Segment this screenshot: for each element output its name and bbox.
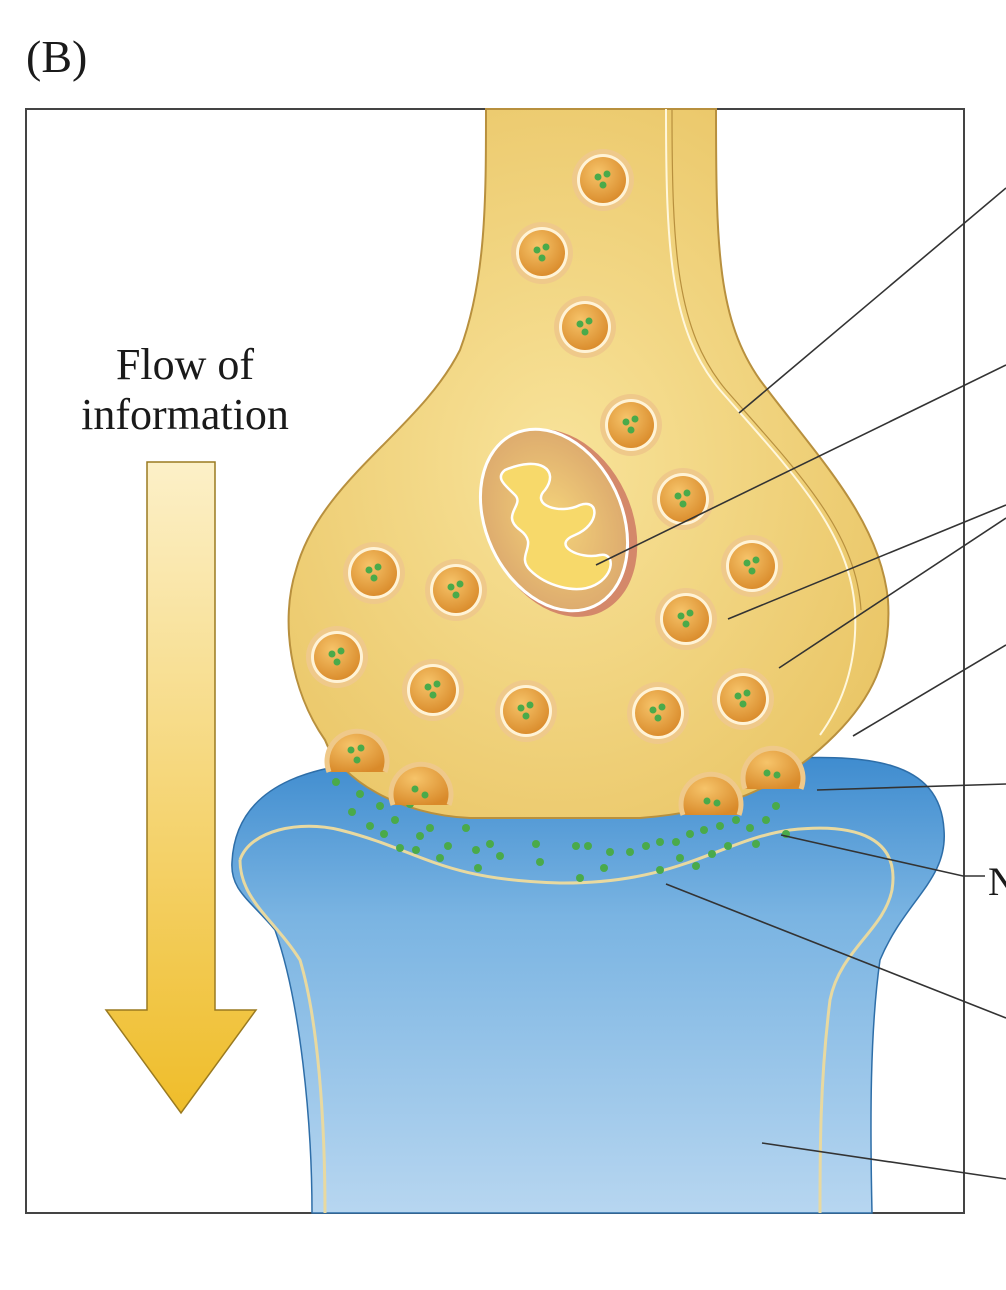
leader-line	[778, 517, 1006, 669]
vesicle	[627, 682, 689, 744]
vesicle	[554, 296, 616, 358]
fusing-vesicle	[324, 728, 390, 773]
mitochondrion	[478, 427, 638, 617]
vesicle	[572, 149, 634, 211]
vesicle	[655, 588, 717, 650]
leader-line	[780, 834, 985, 877]
fusing-vesicle	[678, 771, 744, 816]
flow-label-line2: information	[81, 390, 289, 439]
vesicle	[652, 468, 714, 530]
neurotransmitter-molecules	[332, 778, 790, 882]
leader-line	[595, 364, 1006, 566]
leader-line	[665, 883, 1006, 1019]
panel-label: (B)	[26, 31, 88, 82]
postsynaptic-dendrite	[231, 756, 945, 1214]
vesicle	[306, 626, 368, 688]
vesicle	[425, 559, 487, 621]
vesicle	[712, 668, 774, 730]
vesicle	[343, 542, 405, 604]
vesicle	[402, 659, 464, 721]
vesicle	[721, 535, 783, 597]
vesicle	[511, 222, 573, 284]
vesicle	[495, 680, 557, 742]
flow-direction-arrow	[104, 461, 258, 1115]
flow-of-information-label: Flow of information	[40, 340, 330, 440]
fusing-vesicle	[740, 745, 806, 790]
leader-line	[852, 644, 1006, 737]
cut-off-label: N	[988, 859, 1006, 904]
leader-line	[816, 783, 1006, 791]
leader-line	[738, 187, 1006, 414]
leader-lines	[595, 187, 1006, 1180]
fusing-vesicle	[388, 761, 454, 806]
flow-label-line1: Flow of	[115, 340, 255, 389]
vesicle	[600, 394, 662, 456]
leader-line	[761, 1142, 1006, 1180]
leader-line	[727, 504, 1006, 620]
